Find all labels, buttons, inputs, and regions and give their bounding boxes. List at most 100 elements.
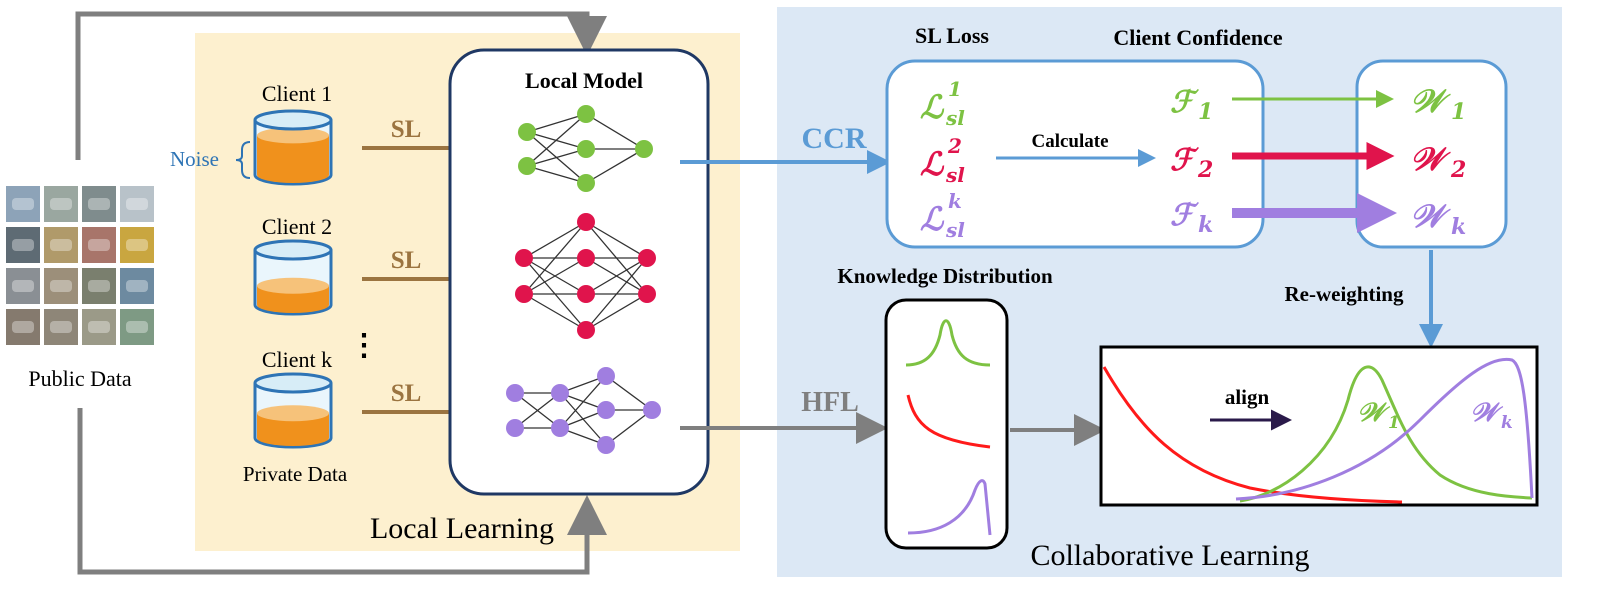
green-distribution-curve — [905, 319, 991, 367]
client-1-database-icon — [253, 109, 333, 186]
purple-distribution-curve — [907, 479, 992, 536]
public-to-model-loop-arrow — [75, 11, 607, 160]
network-node — [506, 384, 524, 402]
network-node — [506, 419, 524, 437]
network-node — [577, 140, 595, 158]
public-data-thumbnail — [120, 227, 154, 263]
network-node — [577, 249, 595, 267]
purple-align-curve — [1235, 357, 1534, 501]
confidence-sub-k: k — [1198, 212, 1213, 238]
purple-network — [506, 367, 661, 454]
network-node — [635, 140, 653, 158]
network-node — [577, 174, 595, 192]
public-data-thumbnail — [120, 309, 154, 345]
red-distribution-curve — [906, 394, 991, 449]
public-data-thumbnail — [120, 186, 154, 222]
public-data-thumbnail — [82, 186, 116, 222]
local-model-title: Local Model — [525, 68, 643, 93]
network-node — [551, 419, 569, 437]
noise-brace-icon — [235, 141, 251, 179]
client-k: Client k Private Data — [243, 347, 348, 486]
loss-sub-1: sl — [945, 106, 965, 130]
clients-ellipsis: ⋮ — [349, 329, 379, 362]
loss-symbol-2: ℒ — [920, 145, 945, 183]
public-data-thumbnail — [6, 227, 40, 263]
public-data-thumbnail — [6, 268, 40, 304]
confidence-sub-2: 2 — [1197, 157, 1213, 183]
public-data-thumbnail — [6, 309, 40, 345]
loss-term-k: ℒ k sl — [920, 189, 965, 242]
network-node — [577, 285, 595, 303]
network-node — [577, 321, 595, 339]
sl-label-2: SL — [391, 247, 422, 274]
client-1: Client 1 Noise — [170, 81, 333, 186]
green-network — [518, 105, 653, 192]
loss-symbol-k: ℒ — [920, 200, 945, 238]
public-data-thumbnail — [82, 268, 116, 304]
weight-sub-2: 2 — [1450, 157, 1466, 183]
sl-label-1: SL — [391, 116, 422, 143]
network-node — [518, 123, 536, 141]
loss-sup-2: 2 — [947, 134, 962, 158]
ccr-label: CCR — [802, 122, 867, 155]
network-node — [515, 285, 533, 303]
network-node — [638, 285, 656, 303]
public-data-thumbnail — [44, 309, 78, 345]
local-model-box — [448, 48, 710, 496]
weight-sub-1: 1 — [1451, 99, 1466, 125]
public-data-thumbnail — [6, 186, 40, 222]
public-data-thumbnail — [82, 227, 116, 263]
knowledge-distribution-label: Knowledge Distribution — [837, 264, 1053, 288]
loss-sup-1: 1 — [948, 77, 962, 101]
curve-label-wk-sub: k — [1501, 413, 1513, 433]
public-data-thumbnails — [6, 186, 154, 345]
network-node — [551, 384, 569, 402]
public-data-thumbnail — [120, 268, 154, 304]
network-node — [597, 367, 615, 385]
client-k-label: Client k — [262, 347, 332, 372]
collaborative-learning-title: Collaborative Learning — [1030, 539, 1309, 572]
network-node — [515, 249, 533, 267]
green-align-curve — [1239, 365, 1533, 503]
public-data-thumbnail — [44, 186, 78, 222]
weight-sub-k: k — [1451, 214, 1466, 240]
network-node — [577, 213, 595, 231]
red-align-curve — [1102, 366, 1403, 504]
network-node — [518, 157, 536, 175]
align-label: align — [1225, 385, 1270, 409]
sl-loss-header: SL Loss — [915, 23, 989, 48]
confidence-sub-1: 1 — [1198, 99, 1213, 125]
loss-sup-k: k — [948, 189, 962, 213]
public-data-label: Public Data — [28, 366, 131, 391]
public-data-thumbnail — [44, 268, 78, 304]
network-node — [597, 436, 615, 454]
neural-networks — [506, 105, 661, 454]
loss-symbol-1: ℒ — [920, 88, 945, 126]
network-node — [597, 401, 615, 419]
client-2-label: Client 2 — [262, 214, 332, 239]
public-data-thumbnail — [82, 309, 116, 345]
client-confidence-header: Client Confidence — [1113, 25, 1283, 50]
client-1-label: Client 1 — [262, 81, 332, 106]
loss-term-1: ℒ 1 sl — [920, 77, 965, 130]
sl-label-k: SL — [391, 380, 422, 407]
client-2-database-icon — [253, 239, 333, 316]
network-node — [638, 249, 656, 267]
client-2: Client 2 — [253, 214, 333, 316]
loss-sub-2: sl — [945, 163, 965, 187]
align-plot-box — [1099, 345, 1539, 507]
loss-sub-k: sl — [945, 218, 965, 242]
reweighting-label: Re-weighting — [1285, 282, 1404, 306]
network-node — [577, 105, 595, 123]
local-learning-title: Local Learning — [370, 512, 554, 545]
curve-label-w1-sub: 1 — [1388, 413, 1400, 433]
hfl-label: HFL — [801, 387, 859, 418]
noise-label: Noise — [170, 147, 219, 171]
private-data-label: Private Data — [243, 462, 348, 486]
calculate-label: Calculate — [1031, 131, 1108, 152]
loss-term-2: ℒ 2 sl — [920, 134, 965, 187]
client-k-database-icon — [253, 372, 333, 449]
network-node — [643, 401, 661, 419]
